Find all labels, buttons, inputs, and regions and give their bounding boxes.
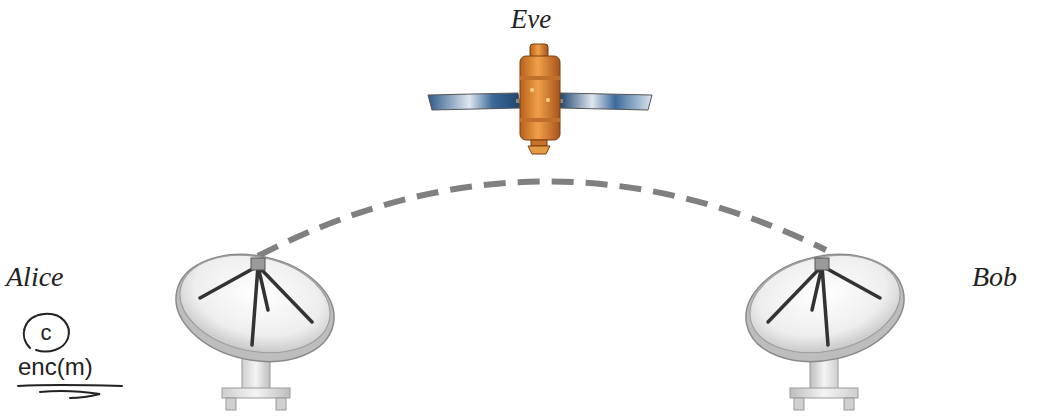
alice-dish [166, 241, 344, 410]
receiver-name: Bob [972, 262, 1017, 292]
sender-name: Alice [6, 262, 64, 292]
bob-dish [736, 241, 914, 410]
hand-circle [24, 314, 69, 352]
formula-label: enc(m) [18, 352, 93, 382]
satellite-name: Eve [511, 4, 551, 34]
radio-link [258, 181, 826, 256]
satellite [428, 44, 652, 154]
hand-underline [18, 385, 122, 398]
ciphertext-label: c [41, 318, 52, 348]
